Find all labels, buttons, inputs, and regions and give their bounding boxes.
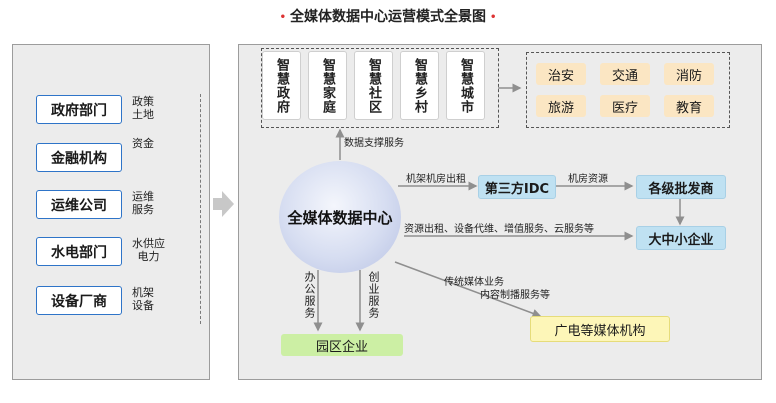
startup-service-label: 创业服务 [367, 271, 380, 319]
source-government: 政府部门 [36, 95, 122, 124]
smart-card-government: 智慧政府 [263, 52, 300, 119]
media-services-label-1: 传统媒体业务 [444, 277, 504, 288]
smart-card-home: 智慧家庭 [309, 52, 346, 119]
support-label: 数据支撑服务 [344, 138, 404, 149]
smart-card-village: 智慧乡村 [401, 52, 438, 119]
sector-tourism: 旅游 [536, 95, 586, 117]
data-center-hub: 全媒体数据中心 [279, 161, 401, 273]
enterprise-box: 大中小企业 [636, 226, 726, 250]
title-text: 全媒体数据中心运营模式全景图 [290, 9, 486, 25]
flow-arrow-icon [213, 191, 234, 217]
source-utilities: 水电部门 [36, 237, 122, 266]
smart-label: 智慧政府 [274, 57, 289, 114]
smart-label: 智慧社区 [366, 57, 381, 114]
sector-medical: 医疗 [600, 95, 650, 117]
source-label-equipment: 机架 设备 [132, 286, 154, 312]
source-label-operations: 运维 服务 [132, 190, 154, 216]
smart-label: 智慧家庭 [320, 57, 335, 114]
smart-card-community: 智慧社区 [355, 52, 392, 119]
source-label-utilities: 水供应 电力 [132, 237, 165, 263]
source-equipment: 设备厂商 [36, 286, 122, 315]
title-dot-right: • [490, 11, 497, 23]
smart-services-group [261, 48, 499, 128]
center-to-broadcast-arrow [394, 261, 542, 318]
office-service-label: 办公服务 [303, 271, 316, 319]
park-enterprise-box: 园区企业 [281, 334, 403, 356]
room-resource-label: 机房资源 [568, 174, 608, 185]
source-label-finance: 资金 [132, 137, 154, 150]
media-services-label-2: 内容制播服务等 [480, 290, 550, 301]
source-label-government: 政策 土地 [132, 95, 154, 121]
sector-education: 教育 [664, 95, 714, 117]
services-label: 资源出租、设备代维、增值服务、云服务等 [404, 224, 594, 235]
rack-rent-label: 机架机房出租 [406, 174, 466, 185]
source-operations: 运维公司 [36, 190, 122, 219]
page-title: • 全媒体数据中心运营模式全景图 • [0, 6, 776, 26]
source-finance: 金融机构 [36, 143, 122, 172]
sector-security: 治安 [536, 63, 586, 85]
idc-box: 第三方IDC [478, 175, 556, 199]
smart-label: 智慧乡村 [412, 57, 427, 114]
title-dot-left: • [279, 11, 286, 23]
smart-card-city: 智慧城市 [447, 52, 484, 119]
broadcast-box: 广电等媒体机构 [530, 316, 670, 342]
wholesaler-box: 各级批发商 [636, 175, 726, 199]
sector-group [526, 52, 730, 128]
sector-fire: 消防 [664, 63, 714, 85]
smart-label: 智慧城市 [458, 57, 473, 114]
sector-traffic: 交通 [600, 63, 650, 85]
stakeholder-divider [200, 94, 201, 324]
